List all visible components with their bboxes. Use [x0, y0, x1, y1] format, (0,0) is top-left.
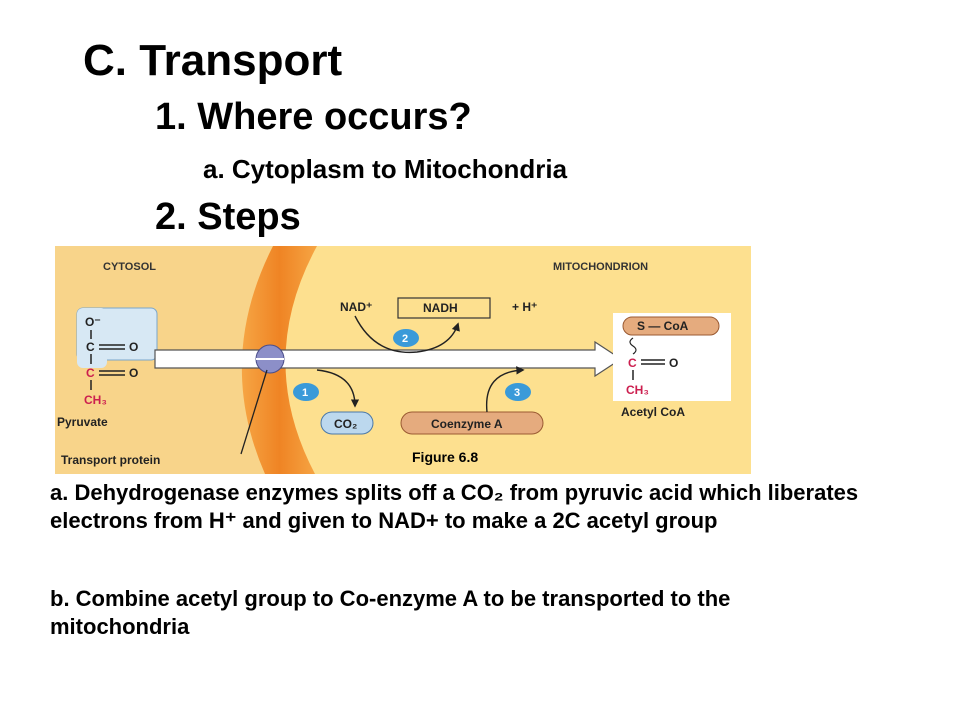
atom-o-minus: O⁻ [85, 315, 101, 329]
step1-number: 1 [302, 387, 308, 399]
slide-title: C. Transport [83, 36, 343, 85]
coenzyme-a-box [400, 411, 544, 435]
mitochondrion-label: MITOCHONDRION [553, 261, 648, 273]
step2-badge [393, 329, 419, 347]
step-a-text: a. Dehydrogenase enzymes splits off a CO… [50, 480, 859, 533]
heading-where-occurs: 1. Where occurs? [155, 96, 472, 138]
h-plus: + H⁺ [512, 300, 537, 314]
nadh: NADH [423, 301, 458, 315]
transport-figure: CYTOSOL MITOCHONDRION O⁻ C O C O CH₃ Pyr… [55, 246, 751, 474]
step3-number: 3 [514, 387, 520, 399]
atom-ch3: CH₃ [84, 393, 107, 407]
atom-o2: O [129, 366, 138, 380]
nadh-box [397, 297, 491, 319]
atom-o1: O [129, 340, 138, 354]
heading-location: a. Cytoplasm to Mitochondria [203, 154, 568, 184]
s-coa-box [622, 316, 720, 336]
step1-arrow [316, 369, 360, 408]
acetyl-atom-o: O [669, 356, 678, 370]
heading-steps: 2. Steps [155, 196, 301, 238]
step1-badge [293, 383, 319, 401]
figure-caption: Figure 6.8 [412, 449, 478, 465]
coenzyme-a: Coenzyme A [431, 417, 503, 431]
step3-arrow [485, 366, 525, 413]
cytosol-label: CYTOSOL [103, 261, 156, 273]
step2-number: 2 [402, 333, 408, 345]
co2-box [320, 411, 374, 435]
step2-arrow [354, 315, 460, 354]
atom-c2: C [86, 366, 95, 380]
squiggle-bond [629, 337, 637, 355]
transport-protein-pointer [240, 369, 268, 455]
acetyl-coa-label: Acetyl CoA [621, 405, 685, 419]
step-b-text: b. Combine acetyl group to Co-enzyme A t… [50, 586, 731, 639]
atom-c1: C [86, 340, 95, 354]
step3-badge [505, 383, 531, 401]
s-coa: S — CoA [637, 319, 689, 333]
nad-plus: NAD⁺ [340, 300, 372, 314]
pyruvate-label: Pyruvate [57, 415, 108, 429]
acetyl-atom-ch3: CH₃ [626, 383, 649, 397]
carboxyl-highlight-stem [77, 308, 107, 368]
co2: CO₂ [334, 417, 357, 431]
acetyl-atom-c: C [628, 356, 637, 370]
transport-protein-label: Transport protein [61, 453, 160, 467]
